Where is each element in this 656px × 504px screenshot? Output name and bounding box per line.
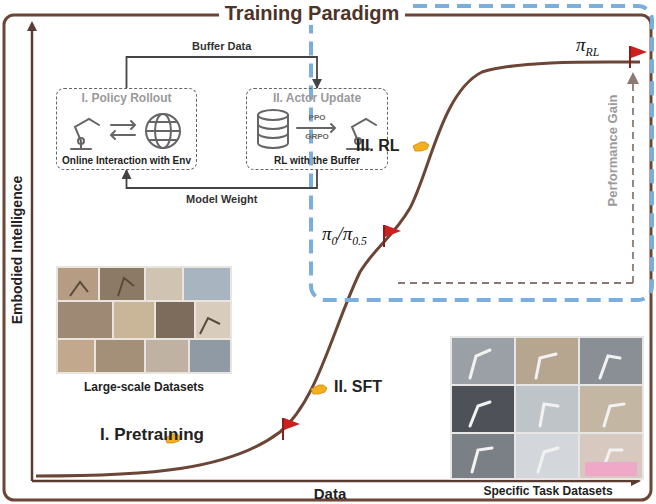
flow-connector bbox=[127, 57, 318, 88]
algorithm-name: GRPO bbox=[305, 132, 329, 141]
diagram-title: Training Paradigm bbox=[219, 2, 405, 25]
axis-label: Data bbox=[314, 485, 347, 502]
task-dataset-grid bbox=[450, 336, 644, 480]
policy-symbol: π0/π0.5 bbox=[322, 223, 367, 249]
milestone-flags bbox=[283, 46, 647, 440]
dataset-caption: Large-scale Datasets bbox=[84, 380, 204, 394]
algorithm-name: PPO bbox=[309, 113, 326, 122]
connector-label: Buffer Data bbox=[190, 40, 253, 52]
performance-bracket bbox=[398, 78, 633, 283]
dataset-caption: Specific Task Datasets bbox=[483, 484, 612, 498]
growth-curve bbox=[36, 62, 640, 476]
box-heading: II. Actor Update bbox=[273, 91, 361, 105]
gain-label: Performance Gain bbox=[605, 94, 620, 206]
dashed-process-box: II. Actor UpdatePPO GRPO RL with the Buffe… bbox=[246, 88, 388, 170]
flow-connector bbox=[127, 170, 318, 188]
pretraining-collage bbox=[56, 266, 232, 374]
connector-label: Model Weight bbox=[184, 193, 259, 205]
frame bbox=[4, 15, 651, 500]
box-heading: I. Policy Rollout bbox=[81, 91, 171, 105]
axis-label: Embodied Intelligence bbox=[9, 176, 25, 325]
policy-symbol: πRL bbox=[576, 34, 599, 60]
dashed-process-box: I. Policy RolloutOnline Interaction with… bbox=[56, 88, 197, 170]
box-caption: Online Interaction with Env bbox=[62, 155, 191, 166]
stage-label: II. SFT bbox=[334, 378, 382, 396]
axes bbox=[32, 26, 636, 481]
stage-label: I. Pretraining bbox=[100, 425, 204, 445]
box-caption: RL with the Buffer bbox=[274, 155, 360, 166]
highlight-region bbox=[311, 6, 652, 300]
stage-label: III. RL bbox=[356, 137, 400, 155]
